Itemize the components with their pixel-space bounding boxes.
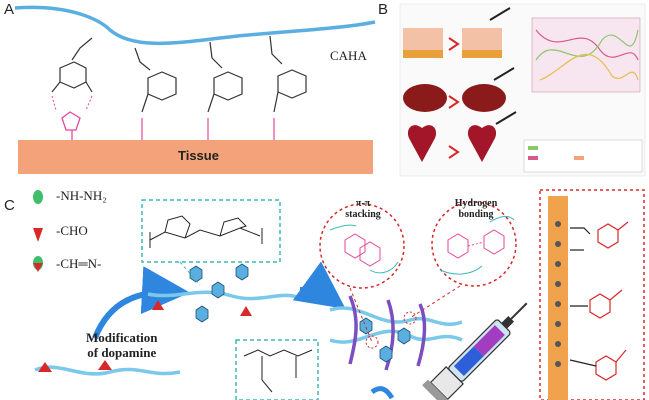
legend-label-hydrazide: -NH-NH₂: [56, 188, 107, 203]
polysaccharide-structure: [149, 215, 263, 248]
caha-label: CAHA: [330, 48, 367, 63]
hbond-label-line1: Hydrogen: [454, 198, 498, 209]
liver-organ-1: [403, 84, 447, 112]
legend-label-imine: -CH═N-: [56, 256, 102, 271]
pi-stacking-zoom-circle: [319, 203, 405, 289]
catechol-structures: [589, 221, 629, 381]
skin-tissue-1: [403, 28, 443, 50]
dopamine-unit-2: [134, 47, 177, 140]
pi-stacking-rings: [329, 224, 399, 274]
modified-polymer-chain: [147, 290, 301, 301]
panel-b: [399, 3, 646, 177]
dopamine-unit-3: [207, 41, 243, 140]
modification-arrow: [92, 266, 190, 340]
heart-organ-2: [467, 125, 497, 162]
surface-linkers: [569, 227, 597, 367]
tissue-surface-bar: [548, 196, 568, 400]
stacking-label: π-π stacking: [338, 198, 388, 220]
hbond-label: Hydrogen bonding: [450, 198, 502, 220]
legend-marker-imine: [33, 256, 43, 272]
peptide-zoom-box: [235, 339, 319, 400]
syringe-icon: [422, 302, 528, 400]
hydrogen-bond-linker: [51, 95, 93, 140]
surface-outline-box: [539, 189, 645, 400]
tissue-slab: [18, 140, 373, 174]
heart-organ-1: [407, 125, 437, 162]
crosslinked-network: [329, 295, 463, 371]
dopamine-unit-1: [51, 37, 93, 93]
stacking-label-line1: π-π: [355, 198, 371, 209]
panel-c-letter: C: [4, 197, 15, 214]
dopamine-unit-4: [269, 35, 307, 140]
modification-label-line2: of dopamine: [87, 345, 157, 360]
hydrogen-bond-zoom-circle: [431, 201, 517, 287]
panel-c: [33, 189, 645, 400]
peptide-structure: [243, 349, 313, 393]
crosslink-arrow: [292, 261, 346, 310]
tissue-label: Tissue: [178, 148, 219, 163]
panel-b-letter: B: [378, 1, 389, 18]
legend-marker-hydrazide: [33, 190, 43, 204]
modification-label: Modification of dopamine: [86, 330, 158, 360]
panel-a-letter: A: [4, 1, 15, 18]
surface-anchor-dots: [555, 221, 561, 367]
dopamine-hexagon-markers: [189, 263, 249, 323]
skin-tissue-2: [462, 28, 502, 50]
liver-organ-2: [462, 84, 506, 112]
structure-zoom-box: [141, 199, 281, 263]
legend-label-aldehyde: -CHO: [56, 223, 88, 238]
modification-label-line1: Modification: [86, 330, 158, 345]
panel-a: [14, 5, 376, 174]
hbond-label-line2: bonding: [458, 209, 494, 220]
base-polymer-chain: [34, 365, 181, 376]
legend-marker-aldehyde: [33, 228, 43, 242]
stacking-label-line2: stacking: [345, 209, 381, 220]
caha-polymer-chain: [14, 5, 376, 46]
hydrogen-bond-rings: [439, 215, 515, 275]
